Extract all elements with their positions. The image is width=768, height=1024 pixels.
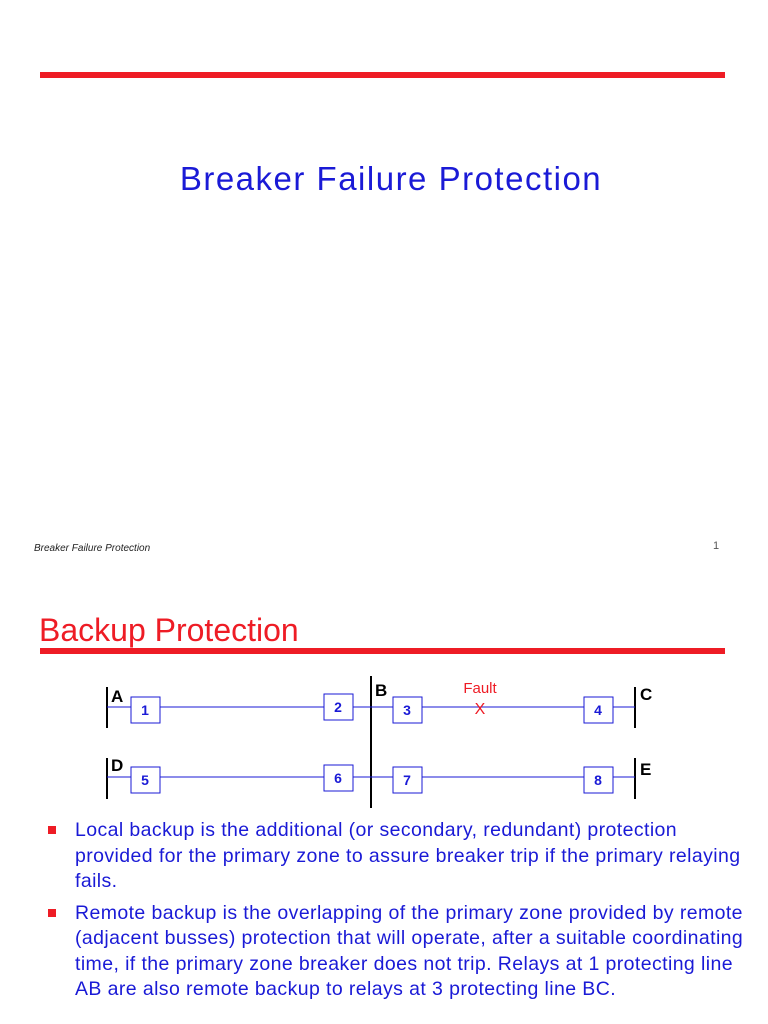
fault-label: Fault [463,680,497,697]
bus-a-label: A [111,687,123,706]
breaker-5-label: 5 [141,772,149,788]
bus-e-label: E [640,760,651,779]
top-red-rule [40,72,725,78]
breaker-4 [583,696,614,724]
page-number: 1 [713,540,720,552]
breaker-2-label: 2 [334,699,342,715]
bullet-item: Remote backup is the overlapping of the … [46,901,746,1003]
breaker-8-label: 8 [594,772,602,788]
breaker-7 [392,766,423,794]
breaker-3 [392,696,423,724]
section-title: Backup Protection [39,612,299,648]
footer-title: Breaker Failure Protection [34,543,151,554]
breaker-5 [130,766,161,794]
slide-title: Breaker Failure Protection [179,160,603,197]
bullet-text: Local backup is the additional (or secon… [75,819,741,892]
fault-marker: X [475,701,486,718]
bullet-text: Remote backup is the overlapping of the … [75,901,744,1001]
bullet-item: Local backup is the additional (or secon… [46,818,746,895]
bus-c-label: C [640,685,652,704]
one-line-diagram: 1 2 3 4 5 6 7 8 A B C D E Fault X [106,676,652,808]
section-red-rule [40,648,725,654]
breaker-3-label: 3 [403,702,411,718]
slide-title-page: Breaker Failure Protection Breaker Failu… [34,72,725,554]
breaker-6 [323,764,354,792]
square-bullet-icon [48,908,56,917]
bus-d-label: D [111,756,123,775]
breaker-1 [130,696,161,724]
bullet-list: Local backup is the additional (or secon… [46,818,746,1009]
breaker-6-label: 6 [334,770,342,786]
square-bullet-icon [48,826,56,834]
breaker-8 [583,766,614,794]
breaker-1-label: 1 [141,702,149,718]
bus-b-label: B [375,681,387,700]
breaker-7-label: 7 [403,772,411,788]
breaker-2 [323,693,354,721]
breaker-4-label: 4 [594,702,602,718]
